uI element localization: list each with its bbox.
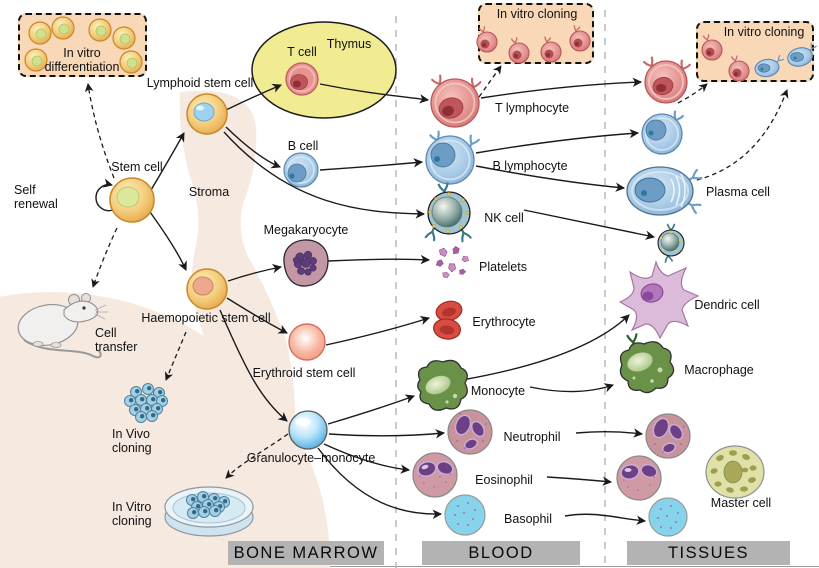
cloning-arrows-dashed [84,65,789,479]
granulocyte-monocyte-graphic [288,410,328,450]
thymus-ellipse [251,21,397,119]
plasma-cell-graphic [626,166,703,216]
t-lymphocyte-tissue-graphic [643,56,691,104]
figure-bottom-rule [0,566,819,567]
erythroid-stem-cell-label: Erythroid stem cell [252,366,356,380]
erythrocyte-label: Erythrocyte [472,315,536,329]
in-vitro-cloning-dish-label: In Vitro cloning [112,500,152,528]
stem-cell-label: Stem cell [111,160,163,174]
macrophage-graphic [619,333,675,394]
granulocyte-monocyte-label: Granulocyte–monocyte [246,451,376,465]
lymphoid-stem-cell-label: Lymphoid stem cell [146,76,254,90]
megakaryocyte-label: Megakaryocyte [263,223,349,237]
cloning-box-top-cells [476,25,591,64]
neutrophil-blood-graphic [447,409,493,455]
t-lymphocyte-blood-graphic [430,74,482,128]
b-cell-label: B cell [287,139,319,153]
self-renewal-label: Self renewal [14,183,58,211]
cell-transfer-label: Cell transfer [95,326,138,354]
in-vitro-differentiation-label: In vitro differentiation [44,46,120,74]
nk-cell-tissue-graphic [657,223,685,263]
erythroid-stem-cell-graphic [288,323,326,361]
basophil-tissue-graphic [648,497,688,537]
haemopoietic-stem-cell-label: Haemopoietic stem cell [141,311,271,325]
b-lymphocyte-blood-graphic [425,130,480,185]
b-lymphocyte-label: B lymphocyte [492,159,568,173]
in-vitro-cloning-top-label: In vitro cloning [496,7,578,21]
neutrophil-tissue-graphic [645,413,691,459]
neutrophil-label: Neutrophil [503,430,561,444]
column-divider-lines [395,10,606,568]
differentiation-box-cells [24,16,143,74]
dendritic-cell-graphic [618,259,700,340]
blood-label: BLOOD [468,543,534,562]
eosinophil-blood-graphic [412,452,458,498]
platelets-graphic [435,244,470,280]
lymphoid-stem-cell-graphic [186,93,228,135]
megakaryocyte-graphic [283,239,329,287]
lineage-arrows [95,77,656,525]
t-cell-label: T cell [287,45,317,59]
haemopoietic-stem-cell-graphic [186,268,228,310]
section-bar-tissues: TISSUES [627,541,790,565]
nk-cell-blood-graphic [424,182,472,243]
mast-cell-graphic [705,445,765,499]
macrophage-label: Macrophage [684,363,754,377]
platelets-label: Platelets [479,260,527,274]
erythrocyte-graphic [432,300,463,340]
stem-cell-graphic [109,177,155,223]
dendric-cell-label: Dendric cell [694,298,760,312]
in-vitro-cloning-right-label: In vitro cloning [723,25,805,39]
t-lymphocyte-label: T lymphocyte [494,101,570,115]
cloning-box-right-cells [701,34,817,82]
b-lymphocyte-tissue-graphic [641,110,684,155]
self-renewal-arrow [95,178,114,212]
thymus-label: Thymus [326,37,372,51]
basophil-label: Basophil [504,512,552,526]
petri-dish-graphic [164,486,254,537]
eosinophil-label: Eosinophil [475,473,533,487]
bone-marrow-label: BONE MARROW [233,543,379,562]
nk-cell-label: NK cell [484,211,524,225]
eosinophil-tissue-graphic [616,455,662,501]
stroma-label: Stroma [188,185,230,199]
master-cell-label: Master cell [710,496,772,510]
tissues-label: TISSUES [667,543,750,562]
monocyte-graphic [417,359,468,411]
in-vivo-cloning-label: In Vivo cloning [112,427,152,455]
b-cell-graphic [283,152,319,188]
monocyte-label: Monocyte [470,384,526,398]
plasma-cell-label: Plasma cell [706,185,770,199]
section-bar-bone-marrow: BONE MARROW [228,541,384,565]
section-bar-blood: BLOOD [422,541,580,565]
mouse-graphic [17,293,108,359]
t-cell-graphic [285,62,319,96]
basophil-blood-graphic [444,494,486,536]
